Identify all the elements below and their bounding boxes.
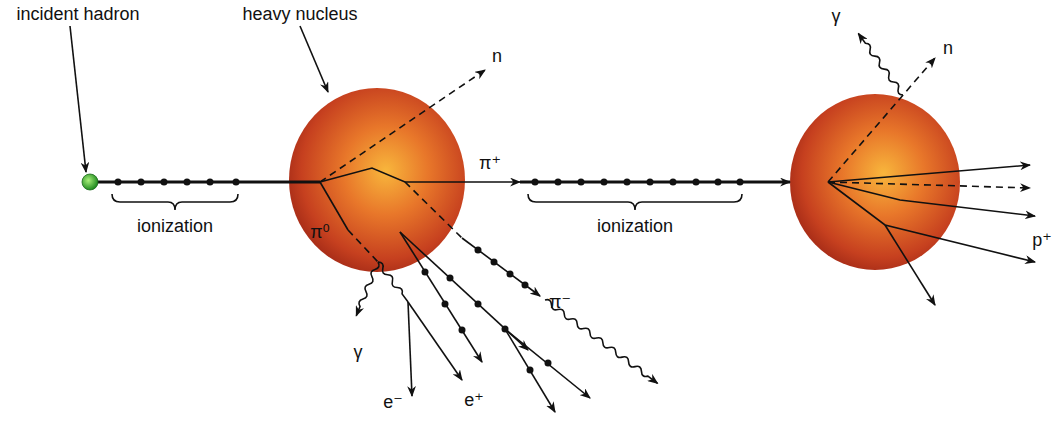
positron-track [408,302,462,380]
secondary-track [828,165,1030,182]
neutron-track [828,58,935,182]
callout-label: incident hadron [15,4,140,24]
process-label: ionization [136,216,214,236]
nucleus-sphere [790,94,960,270]
particle-label: π⁻ [548,292,572,312]
secondary-track [885,225,935,305]
brace [112,194,238,210]
secondary-track [505,329,590,398]
particle-label: e⁺ [463,390,485,410]
brace [528,194,742,210]
photon-wave [354,261,380,317]
ionization-dots [532,179,744,186]
ionization-dots [475,247,529,289]
callout-label: heavy nucleus [241,4,358,24]
particle-label: e⁻ [382,392,404,412]
particle-label: n [491,46,503,66]
photon-wave [376,260,410,303]
proton-track [828,182,1035,216]
particle-label: γ [353,342,364,362]
particle-label: p⁺ [1031,230,1053,250]
ionization-dots [422,269,552,374]
particle-label: π⁰ [309,222,331,242]
neutral-pion-track [348,230,378,262]
secondary-track [505,329,555,412]
particle-label: γ [831,6,842,26]
neutron-track [320,70,485,182]
electron-track [408,302,412,396]
hadron-track [90,181,320,184]
secondary-track [828,182,1030,188]
leader-arrow [70,26,86,172]
leader-arrow [300,26,328,92]
pion-track [462,238,540,296]
particle-label: n [942,38,954,58]
incident-hadron-dot [82,174,98,190]
photon-wave [856,32,905,96]
pion-track [405,182,462,238]
ionization-dots [115,179,240,186]
process-label: ionization [596,216,674,236]
nucleus-sphere [289,88,465,272]
secondary-track [828,182,1035,262]
particle-label: π⁺ [478,153,502,173]
